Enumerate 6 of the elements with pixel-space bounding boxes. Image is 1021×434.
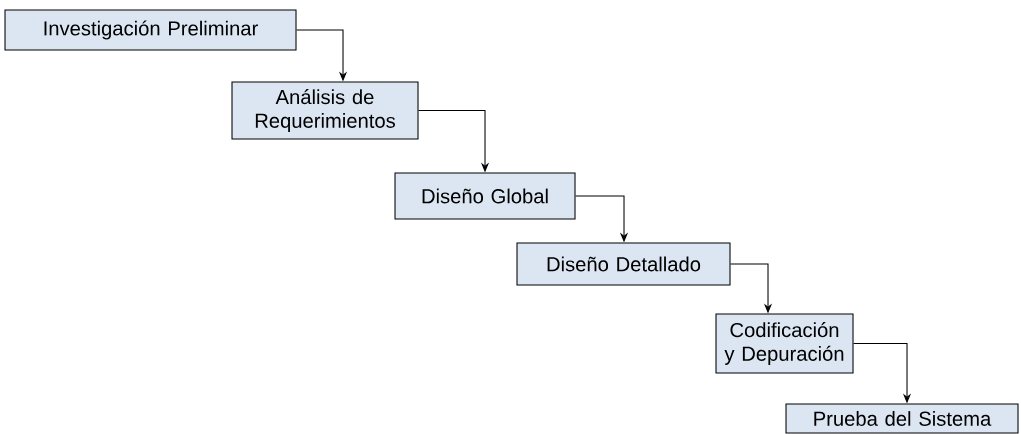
process-box: Análisis de Requerimientos — [231, 81, 419, 140]
process-box: Codificación y Depuración — [715, 313, 854, 374]
process-box: Investigación Preliminar — [4, 9, 297, 51]
process-box: Prueba del Sistema — [785, 403, 1019, 434]
process-box: Diseño Detallado — [516, 242, 731, 286]
process-box: Diseño Global — [394, 172, 576, 220]
